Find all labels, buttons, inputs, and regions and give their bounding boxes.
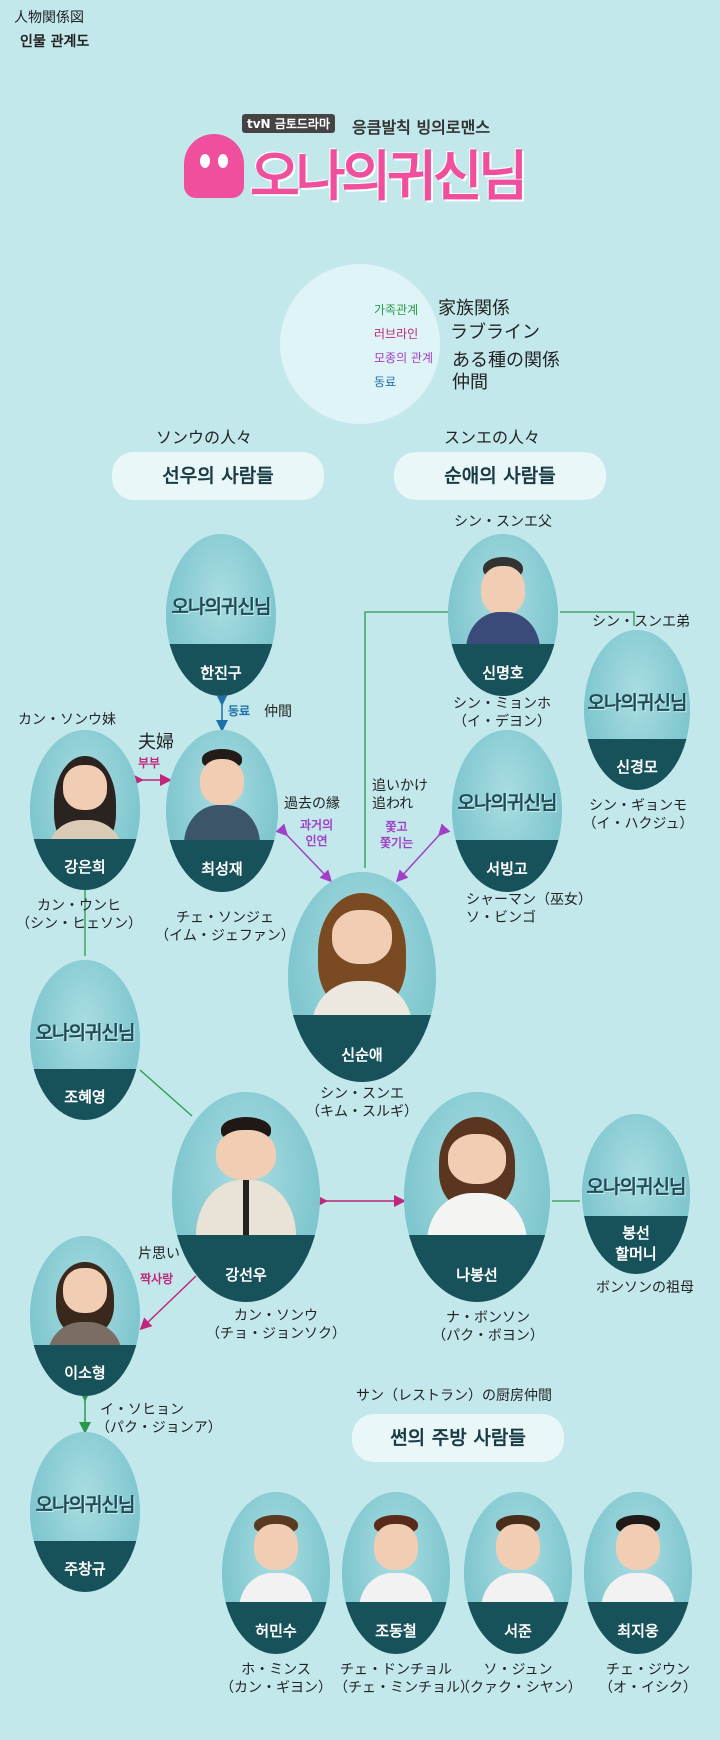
- group-sunae-pill: 순애의 사람들: [394, 452, 606, 500]
- character-seojun[interactable]: 서준: [464, 1492, 572, 1654]
- relation-crush-ko: 짝사랑: [140, 1272, 174, 1286]
- character-shinmyungho[interactable]: 신명호: [448, 534, 558, 696]
- character-shinkyungmo[interactable]: 오나의귀신님 신경모: [584, 630, 690, 790]
- role-father: シン・スンエ父: [454, 514, 552, 530]
- character-nabongsun[interactable]: 나봉선: [404, 1092, 550, 1302]
- character-name: 조동철: [375, 1622, 417, 1641]
- title-japanese: 人物関係図: [14, 10, 84, 26]
- legend-colleague-ko: 동료: [374, 375, 397, 389]
- group-sunwoo-jp: ソンウの人々: [156, 428, 253, 447]
- role-grandma: ボンソンの祖母: [596, 1280, 694, 1296]
- character-shinsoonae[interactable]: 신순애: [288, 872, 436, 1082]
- character-johyeyoung[interactable]: 오나의귀신님 조혜영: [30, 960, 140, 1120]
- character-name: 강선우: [225, 1266, 267, 1285]
- legend-some-jp: ある種の関係: [452, 350, 560, 371]
- group-sunwoo-pill: 선우의 사람들: [112, 452, 324, 500]
- character-name: 허민수: [255, 1622, 297, 1641]
- legend-some-ko: 모종의 관계: [374, 351, 434, 365]
- character-leesohyung[interactable]: 이소형: [30, 1236, 140, 1396]
- character-hanjingu[interactable]: 오나의귀신님 한진구: [166, 534, 276, 696]
- channel-slot: 금토드라마: [274, 117, 330, 131]
- channel-badge: tvN 금토드라마: [242, 114, 335, 133]
- show-logo-small: 오나의귀신님: [586, 1175, 687, 1198]
- character-name: 최지웅: [617, 1622, 659, 1641]
- character-name: 최성재: [201, 860, 243, 879]
- actor-shinkyungmo: シン・ギョンモ（イ・ハクジュ）: [582, 798, 694, 832]
- actor-seojun: ソ・ジュン（クァク・シヤン）: [456, 1662, 582, 1696]
- show-logo-small: 오나의귀신님: [587, 691, 688, 714]
- character-juchanggyu[interactable]: 오나의귀신님 주창규: [30, 1432, 140, 1592]
- show-title: 오나의귀신님: [250, 145, 528, 208]
- role-sister: カン・ソンウ妹: [18, 712, 116, 728]
- group-kitchen-jp: サン（レストラン）の厨房仲間: [356, 1388, 552, 1404]
- relation-past-jp: 過去の縁: [284, 796, 340, 812]
- title-korean: 인물 관계도: [20, 34, 90, 50]
- character-name: 서준: [504, 1622, 532, 1641]
- character-seobinggo[interactable]: 오나의귀신님 서빙고: [452, 730, 562, 892]
- actor-kangeunhee: カン・ウンヒ（シン・ヒェソン）: [16, 898, 142, 932]
- character-name: 신경모: [616, 758, 658, 777]
- group-kitchen-pill: 썬의 주방 사람들: [352, 1414, 564, 1462]
- character-kangsunwoo[interactable]: 강선우: [172, 1092, 320, 1302]
- character-name: 이소형: [64, 1364, 106, 1383]
- actor-kangsunwoo: カン・ソンウ（チョ・ジョンソク）: [206, 1308, 346, 1342]
- character-name: 나봉선: [456, 1266, 498, 1285]
- relation-couple-jp: 夫婦: [138, 732, 174, 753]
- character-choisungjae[interactable]: 최성재: [166, 730, 278, 892]
- show-logo-small: 오나의귀신님: [35, 1493, 136, 1516]
- actor-nabongsun: ナ・ボンソン（パク・ボヨン）: [432, 1310, 544, 1344]
- ghost-icon: [184, 134, 244, 198]
- character-name: 봉선 할머니: [615, 1224, 657, 1264]
- show-logo-small: 오나의귀신님: [457, 792, 558, 815]
- relation-crush-jp: 片思い: [138, 1246, 180, 1262]
- character-choijiwoong[interactable]: 최지웅: [584, 1492, 692, 1654]
- show-logo-small: 오나의귀신님: [171, 596, 272, 619]
- channel-name: tvN: [247, 117, 271, 131]
- legend-love-jp: ラブライン: [450, 322, 540, 343]
- relation-chase-jp: 追いかけ追われ: [372, 778, 428, 812]
- relation-couple-ko: 부부: [138, 756, 161, 770]
- character-name: 한진구: [200, 664, 242, 683]
- actor-choijiwoong: チェ・ジウン（オ・イシク）: [599, 1662, 697, 1696]
- character-name: 조혜영: [64, 1088, 106, 1107]
- character-jodongchul[interactable]: 조동철: [342, 1492, 450, 1654]
- character-grandma[interactable]: 오나의귀신님 봉선 할머니: [582, 1114, 690, 1274]
- show-logo-small: 오나의귀신님: [35, 1021, 136, 1044]
- character-heominsu[interactable]: 허민수: [222, 1492, 330, 1654]
- relation-colleague-ko: 동료: [228, 704, 251, 718]
- legend-colleague-jp: 仲間: [452, 372, 488, 393]
- legend-family-jp: 家族関係: [438, 298, 510, 319]
- actor-heominsu: ホ・ミンス（カン・ギヨン）: [220, 1662, 332, 1696]
- show-tagline: 응큼발칙 빙의로맨스: [352, 118, 491, 137]
- legend-family-ko: 가족관계: [374, 303, 419, 317]
- character-name: 서빙고: [486, 860, 528, 879]
- group-sunae-jp: スンエの人々: [444, 428, 541, 447]
- actor-shinmyungho: シン・ミョンホ（イ・デヨン）: [453, 696, 551, 730]
- character-kangeunhee[interactable]: 강은희: [30, 730, 140, 890]
- character-name: 강은희: [64, 858, 106, 877]
- actor-choisungjae: チェ・ソンジェ（イム・ジェファン）: [155, 910, 295, 944]
- character-name: 신순애: [341, 1046, 383, 1065]
- actor-shinsoonae: シン・スンエ（キム・スルギ）: [306, 1086, 418, 1120]
- character-name: 신명호: [482, 664, 524, 683]
- legend-circle: [280, 264, 440, 424]
- role-brother: シン・スンエ弟: [592, 614, 690, 630]
- actor-jodongchul: チェ・ドンチョル（チェ・ミンチョル）: [334, 1662, 474, 1696]
- show-logo: tvN 금토드라마 응큼발칙 빙의로맨스 오나의귀신님: [184, 108, 544, 212]
- actor-seobinggo: シャーマン（巫女）ソ・ビンゴ: [466, 892, 592, 926]
- actor-leesohyung: イ・ソヒョン（パク・ジョンア）: [96, 1402, 222, 1436]
- character-name: 주창규: [64, 1560, 106, 1579]
- relation-colleague-jp: 仲間: [264, 704, 292, 720]
- legend-love-ko: 러브라인: [374, 327, 419, 341]
